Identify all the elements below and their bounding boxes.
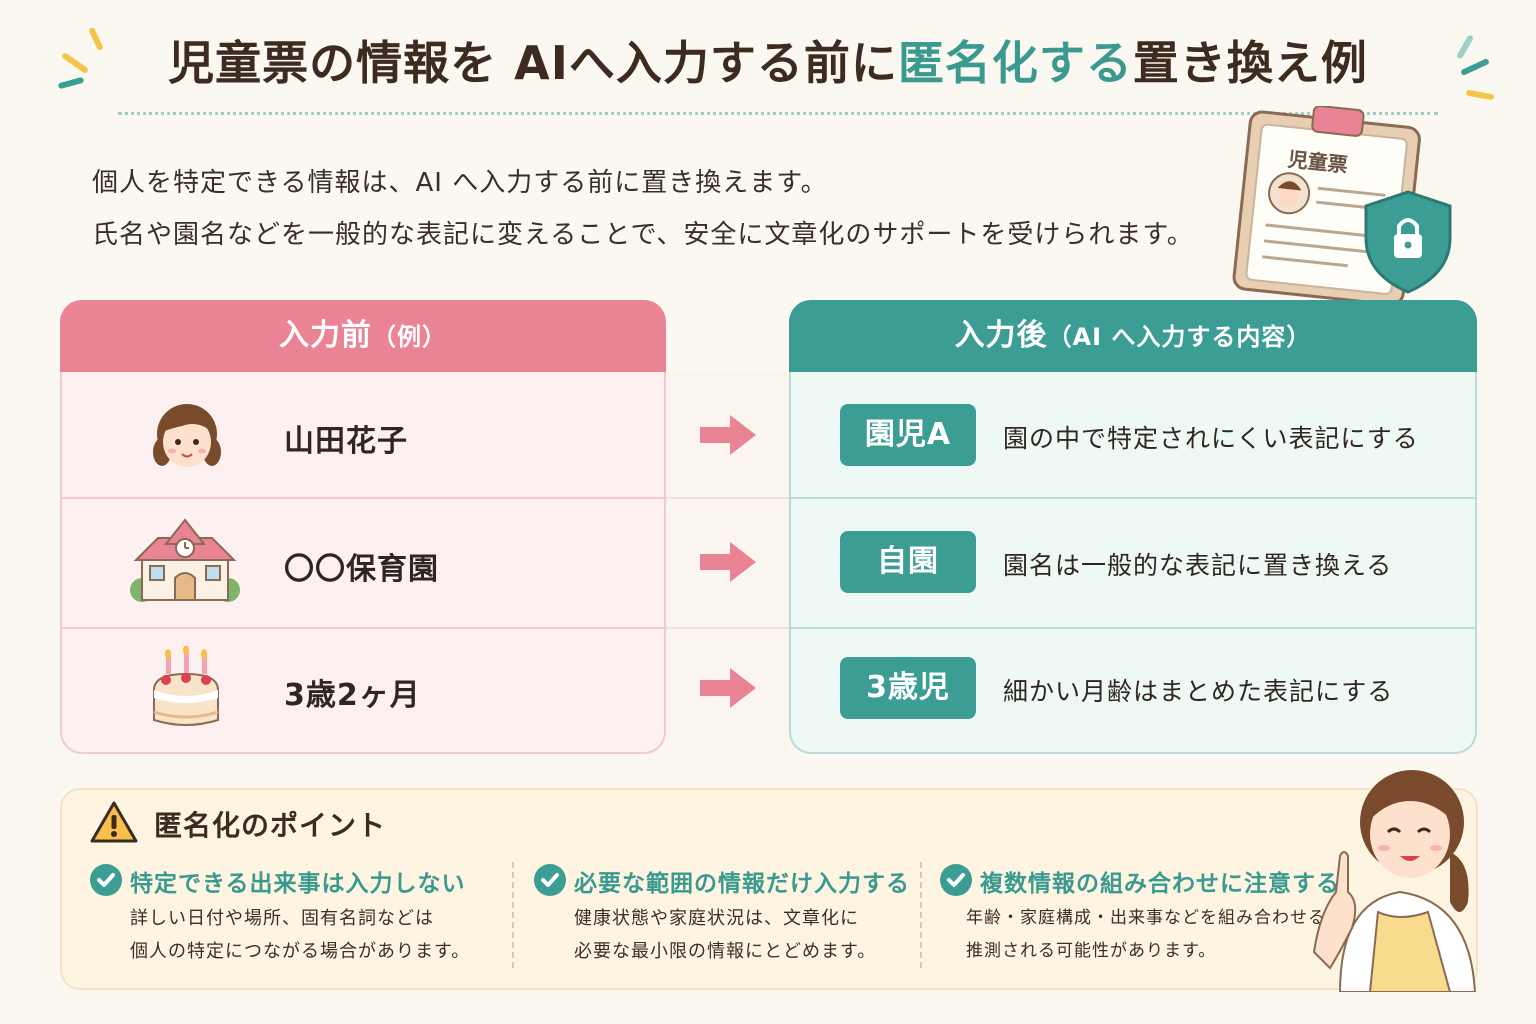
- title-accent: 匿名化する: [897, 36, 1133, 90]
- replacement-badge: 園児A: [840, 404, 976, 466]
- point-body-line-2: 個人の特定につながる場合があります。: [130, 941, 471, 962]
- teacher-pointing-illustration: [1300, 752, 1490, 993]
- warning-icon: [90, 800, 138, 844]
- before-column-header: 入力前（例）: [60, 300, 666, 372]
- after-header-label: 入力後: [954, 318, 1048, 353]
- points-title: 匿名化のポイント: [154, 809, 387, 842]
- point-heading: 必要な範囲の情報だけ入力する: [574, 871, 910, 897]
- after-column-header: 入力後（AI へ入力する内容）: [789, 300, 1477, 372]
- before-value: 〇〇保育園: [284, 552, 439, 587]
- after-header-note: （AI へ入力する内容）: [1047, 323, 1312, 351]
- point-heading: 特定できる出来事は入力しない: [130, 871, 466, 897]
- row-divider: [60, 497, 666, 499]
- replacement-badge: 3歳児: [840, 657, 976, 719]
- row-divider: [789, 627, 1477, 629]
- point-body-line-1: 詳しい日付や場所、固有名詞などは: [130, 908, 434, 929]
- replacement-description: 細かい月齢はまとめた表記にする: [1003, 677, 1394, 706]
- teacher-icon: [1312, 770, 1477, 993]
- birthday-cake-icon: [148, 645, 224, 730]
- row-divider: [666, 627, 789, 629]
- clipboard-shield-illustration: 児童票: [1224, 104, 1464, 306]
- intro-line-1: 個人を特定できる情報は、AI へ入力する前に置き換えます。: [92, 168, 828, 198]
- point-body-line-1: 健康状態や家庭状況は、文章化に: [574, 908, 859, 929]
- girl-face-icon: [142, 392, 232, 478]
- title-divider: [118, 112, 1438, 115]
- right-arrow-icon: [700, 413, 756, 457]
- nursery-building-icon: [128, 516, 242, 606]
- replacement-description: 園の中で特定されにくい表記にする: [1003, 424, 1419, 453]
- row-divider: [60, 627, 666, 629]
- clipboard-label: 児童票: [1286, 146, 1349, 178]
- points-separator: [512, 862, 514, 968]
- point-body-line-2: 必要な最小限の情報にとどめます。: [574, 941, 877, 962]
- anonymization-points-box: [60, 788, 1478, 990]
- check-circle-icon: [940, 864, 972, 896]
- check-circle-icon: [90, 864, 122, 896]
- replacement-badge: 自園: [840, 531, 976, 593]
- right-arrow-icon: [700, 540, 756, 584]
- title-part-1: 児童票の情報を AIへ入力する前に: [168, 36, 898, 90]
- point-body-line-1: 年齢・家庭構成・出来事などを組み合わせると、: [966, 908, 1362, 928]
- before-value: 3歳2ヶ月: [284, 678, 421, 713]
- before-header-note: （例）: [372, 323, 447, 351]
- right-arrow-icon: [700, 666, 756, 710]
- point-heading: 複数情報の組み合わせに注意する: [980, 871, 1340, 897]
- row-divider: [789, 497, 1477, 499]
- title-part-2: 置き換え例: [1132, 36, 1368, 90]
- point-body-line-2: 推測される可能性があります。: [966, 941, 1217, 961]
- replacement-description: 園名は一般的な表記に置き換える: [1003, 551, 1393, 580]
- before-value: 山田花子: [284, 424, 408, 459]
- check-circle-icon: [534, 864, 566, 896]
- page-title: 児童票の情報を AIへ入力する前に匿名化する置き換え例: [0, 28, 1536, 98]
- clipboard-icon: [1232, 104, 1452, 306]
- row-divider: [666, 497, 789, 499]
- points-separator: [920, 862, 922, 968]
- intro-line-2: 氏名や園名などを一般的な表記に変えることで、安全に文章化のサポートを受けられます…: [92, 220, 1194, 250]
- before-header-label: 入力前: [279, 318, 372, 353]
